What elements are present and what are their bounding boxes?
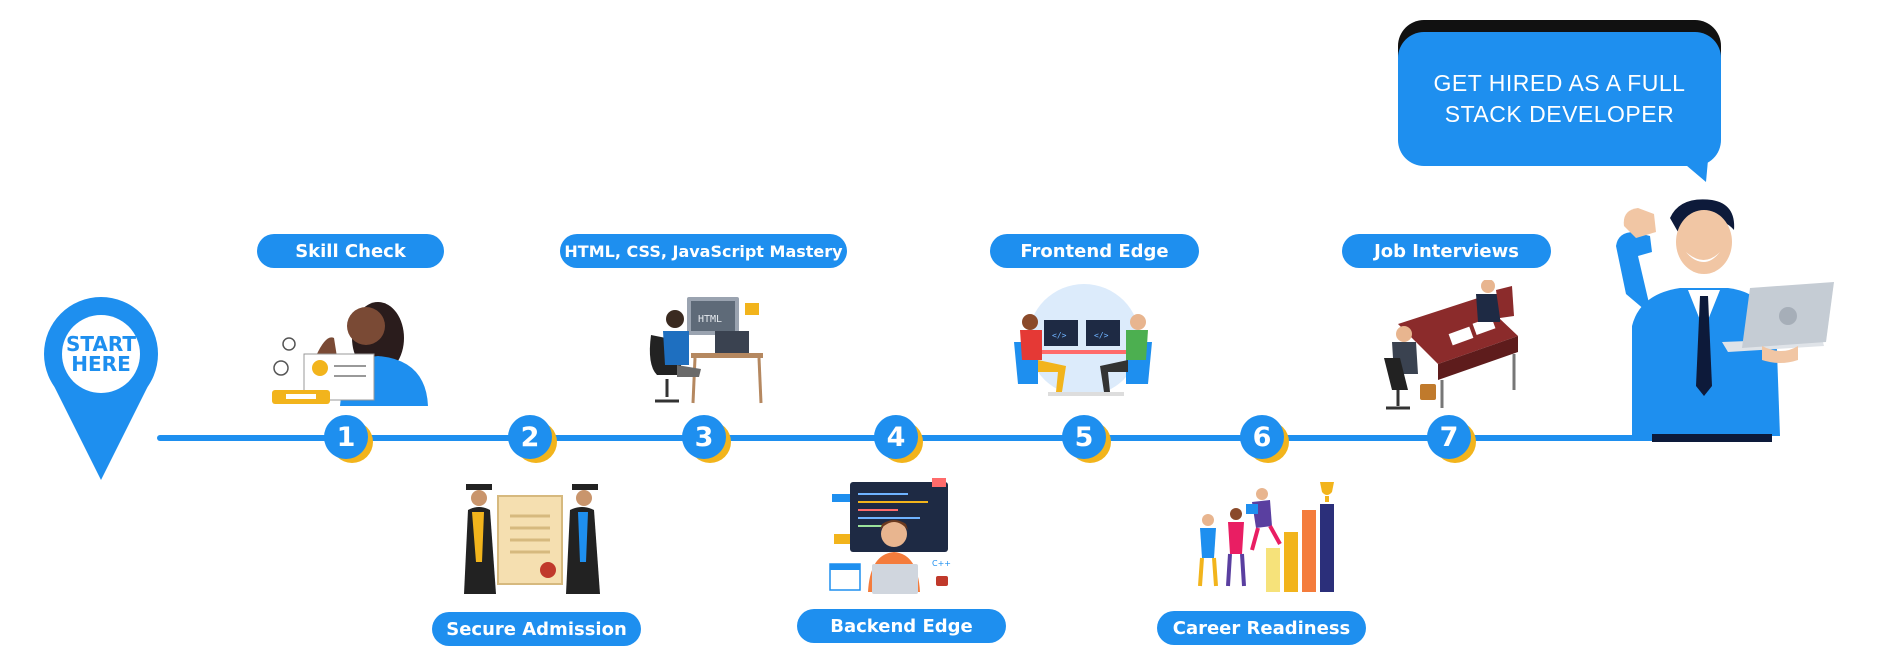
start-line-1: START: [65, 332, 137, 356]
step-4-label: Backend Edge: [797, 609, 1006, 643]
step-1-marker: 1: [324, 415, 368, 459]
coder-at-desk-icon: HTML: [649, 297, 763, 404]
timeline-line: [157, 435, 1770, 441]
step-5-label: Frontend Edge: [990, 234, 1199, 268]
speech-bubble-tail: [1680, 160, 1708, 182]
step-3-marker: 3: [682, 415, 726, 459]
goal-line-1: GET HIRED AS A FULL: [1433, 70, 1686, 96]
goal-line-2: STACK DEVELOPER: [1444, 101, 1675, 127]
step-1-label: Skill Check: [257, 234, 444, 268]
start-line-2: HERE: [71, 352, 131, 376]
pair-programming-icon: </> </>: [1014, 284, 1152, 396]
step-6-label: Career Readiness: [1157, 611, 1366, 645]
interview-at-desk-icon: [1384, 280, 1518, 410]
step-2-marker: 2: [508, 415, 552, 459]
step-7-label: Job Interviews: [1342, 234, 1551, 268]
start-pin-label: START HERE: [62, 315, 140, 393]
cpp-label: C++: [932, 559, 951, 568]
step-3-label: HTML, CSS, JavaScript Mastery: [560, 234, 847, 268]
step-7-marker: 7: [1427, 415, 1471, 459]
developer-with-code-screens-icon: C++: [829, 478, 951, 594]
svg-text:</>: </>: [1052, 331, 1067, 340]
woman-with-certificate-icon: [272, 302, 428, 406]
step-2-label: Secure Admission: [432, 612, 641, 646]
code-text-html: HTML: [698, 314, 722, 325]
svg-text:</>: </>: [1094, 331, 1109, 340]
step-5-marker: 5: [1062, 415, 1106, 459]
graduates-with-diploma-icon: [464, 484, 600, 594]
step-6-marker: 6: [1240, 415, 1284, 459]
team-climbing-bar-chart-icon: [1198, 482, 1334, 592]
celebrating-developer-with-laptop-icon: [1616, 199, 1834, 442]
step-4-marker: 4: [874, 415, 918, 459]
goal-speech-bubble: GET HIRED AS A FULL STACK DEVELOPER: [1398, 32, 1721, 166]
